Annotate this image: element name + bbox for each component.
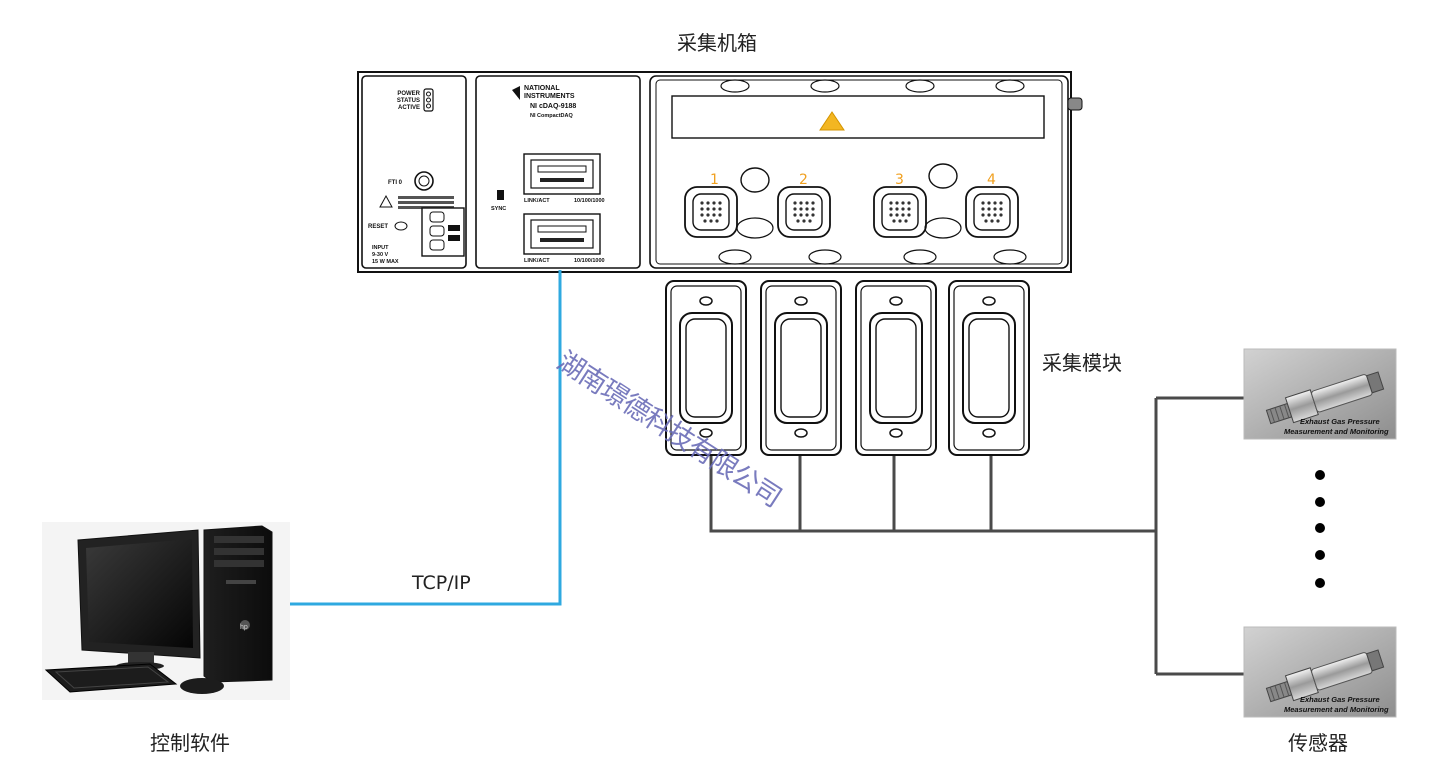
label-strip	[671, 95, 1045, 139]
slot-number-1: 1	[710, 172, 719, 188]
protocol-label: TCP/IP	[412, 572, 471, 594]
led-label-status: STATUS	[397, 98, 420, 104]
modules-label: 采集模块	[1042, 351, 1122, 375]
module-4	[948, 280, 1030, 456]
slot-connector-1	[684, 186, 738, 238]
port2-speed-label: 10/100/1000	[574, 258, 605, 264]
fti-switch	[414, 171, 434, 191]
input-power: 15 W MAX	[372, 259, 399, 265]
sync-connector	[497, 190, 504, 200]
slot-number-4: 4	[987, 172, 996, 188]
ni-logo-icon	[512, 86, 520, 100]
port1-speed-label: 10/100/1000	[574, 198, 605, 204]
slot-connector-3	[873, 186, 927, 238]
reset-label: RESET	[368, 224, 388, 230]
sensor-top-caption2: Measurement and Monitoring	[1284, 427, 1389, 436]
esd-warning-icon	[819, 111, 845, 131]
brand-line2: INSTRUMENTS	[524, 93, 575, 100]
sensor-top: Exhaust Gas Pressure Measurement and Mon…	[1243, 348, 1397, 440]
input-voltage: 9-30 V	[372, 252, 389, 258]
sensor-top-caption1: Exhaust Gas Pressure	[1300, 417, 1380, 426]
input-label: INPUT	[372, 245, 389, 251]
power-terminal	[421, 207, 465, 257]
brand-line1: NATIONAL	[524, 85, 560, 92]
sensor-bottom: Exhaust Gas Pressure Measurement and Mon…	[1243, 626, 1397, 718]
ellipsis-dots	[1315, 470, 1325, 588]
hp-logo: hp	[240, 624, 248, 631]
sensor-bottom-caption1: Exhaust Gas Pressure	[1300, 695, 1380, 704]
model-label: NI cDAQ-9188	[530, 103, 576, 110]
family-label: NI CompactDAQ	[530, 113, 574, 119]
slot-connector-4	[965, 186, 1019, 238]
chassis: POWER STATUS ACTIVE FTI 0 RESET INPUT 9-…	[357, 71, 1083, 273]
led-label-active: ACTIVE	[398, 105, 420, 111]
chassis-label: 采集机箱	[677, 31, 757, 55]
reset-button	[394, 221, 408, 231]
fti-label: FTI 0	[388, 180, 403, 186]
module-2	[760, 280, 842, 456]
chassis-knob	[1067, 97, 1083, 111]
mouse	[180, 678, 224, 694]
slot-number-2: 2	[799, 172, 808, 188]
ethernet-cable	[285, 270, 562, 606]
sync-label: SYNC	[491, 206, 506, 212]
port2-link-label: LINK/ACT	[524, 258, 550, 264]
module-3	[855, 280, 937, 456]
software-label: 控制软件	[150, 731, 230, 755]
port1-link-label: LINK/ACT	[524, 198, 550, 204]
slot-connector-2	[777, 186, 831, 238]
sensor-bottom-caption2: Measurement and Monitoring	[1284, 705, 1389, 714]
sensors-label: 传感器	[1288, 731, 1348, 755]
warning-icon	[379, 194, 393, 208]
computer: hp	[42, 522, 290, 700]
led-label-power: POWER	[397, 91, 420, 97]
sensor-wiring	[709, 396, 1244, 676]
slot-number-3: 3	[895, 172, 904, 188]
